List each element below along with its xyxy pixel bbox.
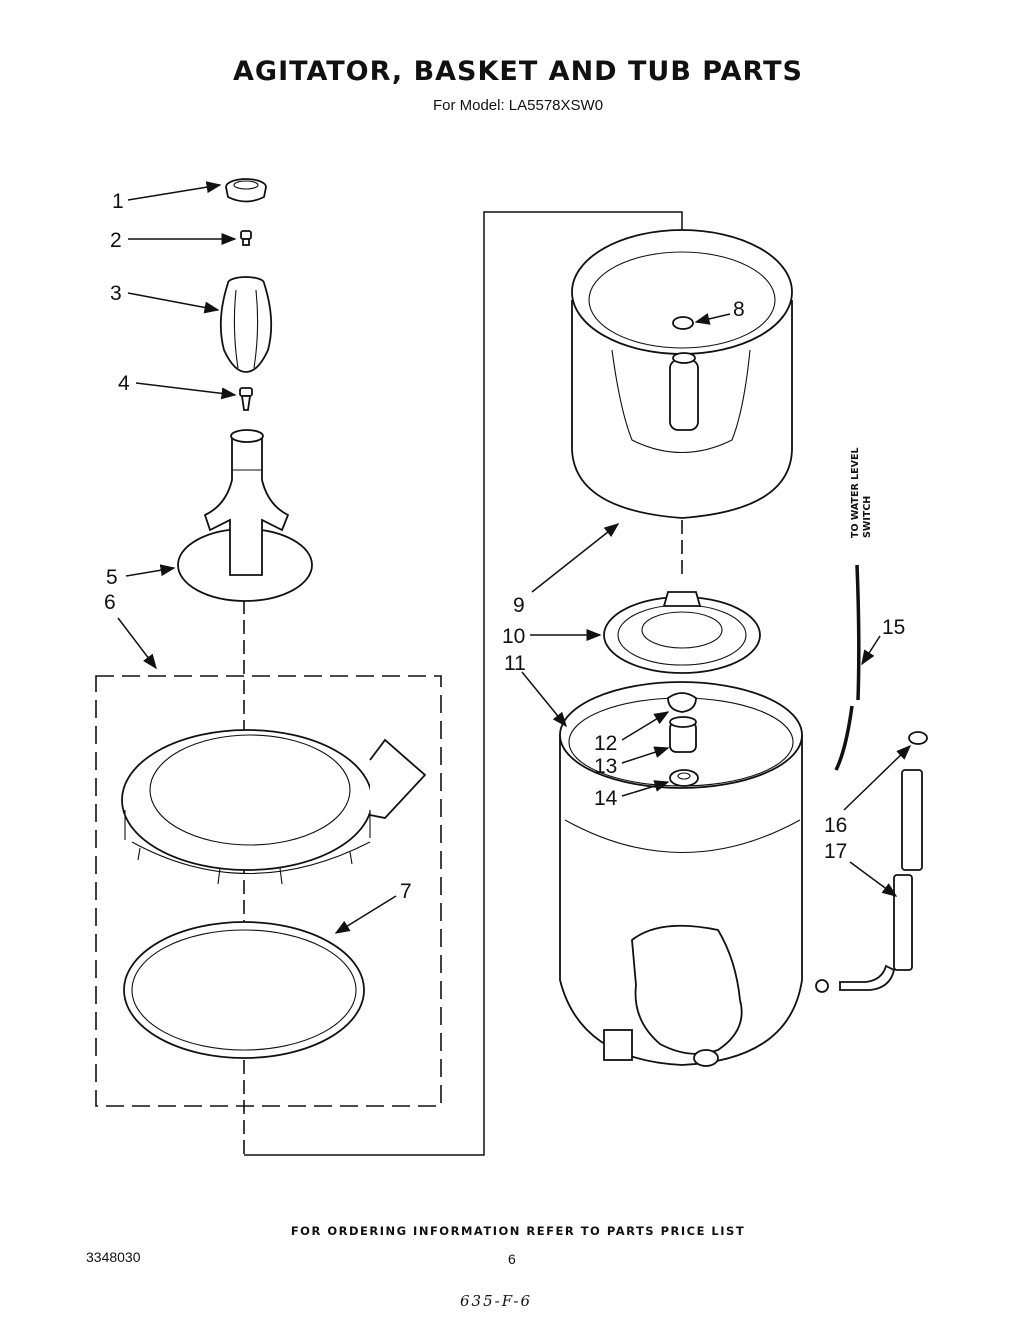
callout-9: 9 — [513, 594, 525, 617]
callout-11: 11 — [504, 652, 526, 675]
callout-12: 12 — [594, 732, 617, 755]
part-16-hose-clamp — [908, 731, 928, 745]
callout-6: 6 — [104, 591, 116, 614]
callout-15: 15 — [882, 616, 905, 639]
part-17-drain-hose — [815, 769, 923, 993]
side-label-line-1: TO WATER LEVEL — [850, 447, 861, 538]
part-14-seal-washer — [669, 769, 699, 787]
leader-lines — [117, 181, 912, 934]
handwritten-note: 635-F-6 — [460, 1292, 533, 1310]
part-4-cam-bolt — [239, 387, 253, 411]
part-13-spline-insert — [669, 716, 697, 753]
page-title: AGITATOR, BASKET AND TUB PARTS — [233, 56, 803, 87]
part-15-pressure-hose — [834, 564, 861, 771]
callout-8: 8 — [733, 298, 745, 321]
part-2-bolt — [240, 230, 252, 246]
callout-10: 10 — [502, 625, 525, 648]
document-number: 3348030 — [86, 1249, 141, 1265]
callout-labels: 1 2 3 4 5 6 7 8 9 10 11 12 13 14 15 16 1… — [104, 190, 905, 903]
water-level-switch-label: TO WATER LEVEL SWITCH — [850, 447, 873, 538]
part-5-agitator-base — [177, 429, 313, 602]
callout-2: 2 — [110, 229, 122, 252]
part-6-tub-ring — [121, 729, 427, 885]
callout-16: 16 — [824, 814, 847, 837]
part-3-agitator-barrel — [219, 276, 273, 373]
callout-4: 4 — [118, 372, 130, 395]
callout-1: 1 — [112, 190, 124, 213]
page-number: 6 — [508, 1251, 516, 1267]
ordering-info-note: FOR ORDERING INFORMATION REFER TO PARTS … — [290, 1224, 746, 1238]
part-12-retaining-ring — [667, 692, 697, 713]
part-1-agitator-cap — [225, 178, 267, 203]
side-label-line-2: SWITCH — [862, 496, 873, 538]
model-subtitle: For Model: LA5578XSW0 — [432, 97, 604, 114]
part-8-nut — [672, 316, 694, 330]
callout-13: 13 — [594, 755, 617, 778]
callout-14: 14 — [594, 787, 618, 810]
part-10-hub — [603, 591, 761, 674]
part-6-group-box — [95, 675, 442, 1107]
callout-17: 17 — [824, 840, 847, 863]
part-7-seal — [123, 921, 365, 1059]
callout-7: 7 — [400, 880, 412, 903]
callout-3: 3 — [110, 282, 122, 305]
part-9-basket — [571, 229, 793, 519]
callout-5: 5 — [106, 566, 118, 589]
